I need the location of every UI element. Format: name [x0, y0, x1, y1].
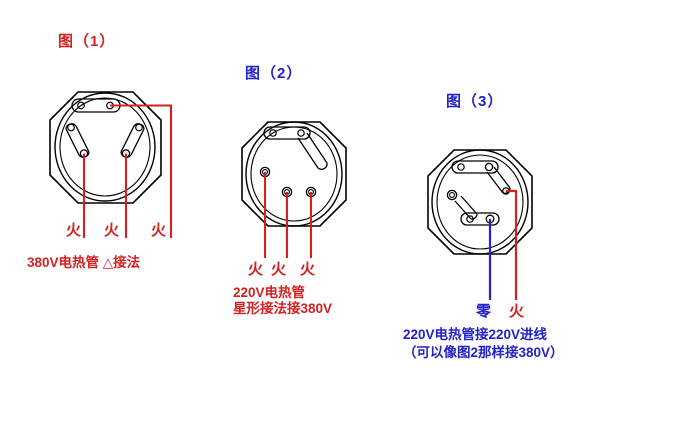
figure-1-phase-label-2: 火: [104, 222, 120, 239]
figure-3-inner-ring: [436, 154, 524, 250]
figure-2-title: 图（2）: [245, 64, 302, 82]
figure-2-phase-label-1: 火: [248, 261, 264, 278]
figure-3-link-bar-diag-b: [493, 166, 511, 189]
figure-2-link-bar-diag-a: [297, 137, 319, 169]
figure-3-link-bar-top: [451, 160, 499, 174]
figure-3-terminal-3-inner: [449, 192, 455, 198]
figure-1-terminal-1: [77, 101, 85, 110]
figure-3-flange: [427, 149, 533, 255]
figure-1-link-bar-right-a: [130, 128, 145, 156]
figure-3-caption-line-2: （可以像图2那样接380V）: [403, 344, 564, 360]
figure-1-inner-ring: [59, 97, 151, 197]
figure-3-terminal-1: [457, 163, 465, 171]
figure-3-group: 图（3） 零 火 220V电热管接220V进线 （可以像图2那样接380V）: [403, 92, 564, 360]
figure-1-title: 图（1）: [58, 32, 115, 50]
figure-1-caption-line-1: 380V电热管 △接法: [27, 254, 141, 270]
figure-1-link-bar-left-b: [75, 125, 90, 153]
figure-3-title: 图（3）: [446, 92, 503, 110]
figure-2-link-cap-diag: [317, 162, 328, 170]
figure-3-phase-label-neutral: 零: [475, 303, 492, 320]
figure-2-group: 图（2） 火 火 火 220V电热管 星形接法接380V: [233, 64, 347, 316]
figure-2-caption-line-1: 220V电热管: [233, 284, 305, 300]
figure-1-terminal-5: [135, 123, 143, 132]
figure-1-phase-label-1: 火: [66, 222, 82, 239]
figure-2-terminal-2: [297, 129, 305, 137]
figure-1-phase-label-3: 火: [151, 222, 167, 239]
figure-3-link-bar-lower-b: [460, 195, 478, 215]
figure-3-caption-line-1: 220V电热管接220V进线: [403, 326, 548, 342]
figure-2-phase-label-3: 火: [300, 261, 316, 278]
figure-2-caption-line-2: 星形接法接380V: [233, 300, 332, 316]
figure-3-link-bar-bottom: [460, 212, 500, 226]
figure-3-link-cap-lower: [470, 213, 478, 220]
figure-3-wire-live: [506, 189, 518, 300]
figure-3-terminal-3: [446, 189, 458, 201]
figure-3-link-bar-diag-a: [486, 171, 504, 194]
figure-3-terminal-2: [484, 162, 494, 172]
figure-3-outer-ring: [431, 149, 529, 255]
figure-1-outer-ring: [54, 92, 156, 202]
figure-1-group: 图（1） 火 火 火 380V电热管 △接法: [27, 32, 173, 270]
figure-1-link-bar-right-b: [120, 125, 135, 153]
figure-2-flange: [241, 121, 347, 227]
figure-1-terminal-3: [67, 123, 75, 132]
figure-3-terminal-4: [466, 215, 474, 223]
figure-2-terminal-1: [269, 129, 277, 137]
figure-1-wire-live-3: [110, 104, 173, 238]
figure-1-flange: [49, 91, 162, 204]
figure-1-link-bar-left-a: [65, 128, 80, 156]
figure-2-phase-label-2: 火: [271, 261, 287, 278]
figure-2-outer-ring: [245, 121, 343, 227]
figure-2-link-bar-top: [263, 126, 311, 140]
figure-3-phase-label-live: 火: [509, 303, 525, 320]
figure-2-link-bar-diag-b: [306, 132, 328, 164]
